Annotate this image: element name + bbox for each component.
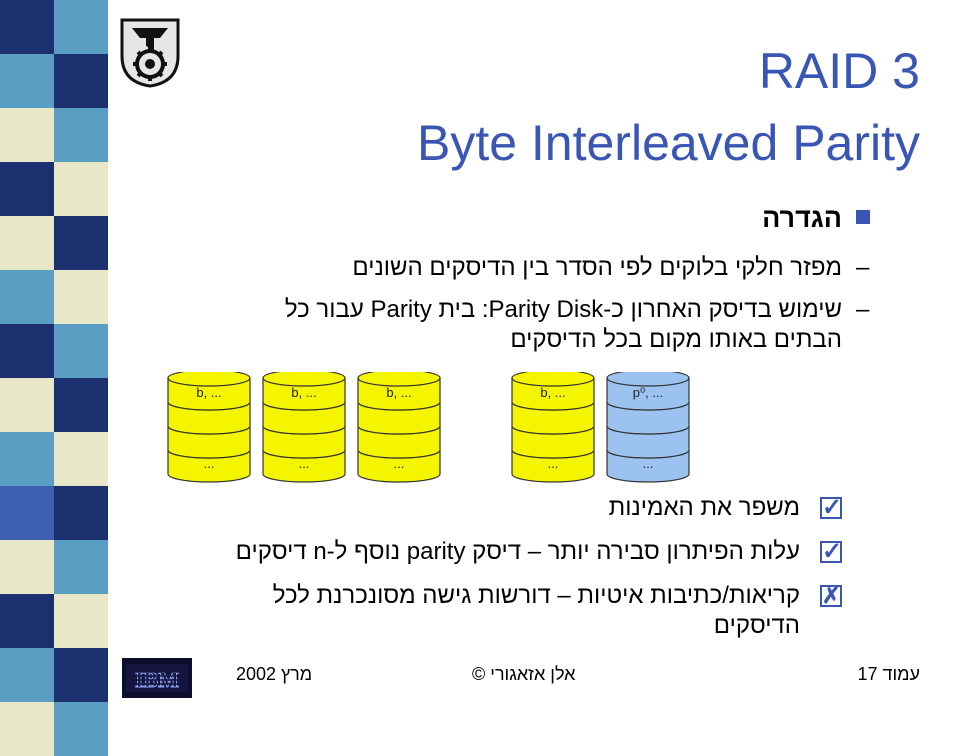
stripe-square — [0, 108, 54, 162]
stripe-square — [0, 0, 54, 54]
disk-top-label: b, ... — [386, 385, 411, 400]
dash-bullet: – — [856, 254, 870, 281]
slide-subtitle: Byte Interleaved Parity — [416, 115, 920, 171]
stripe-square — [54, 540, 108, 594]
cross-icon: ✗ — [820, 583, 842, 608]
disk-top-label: b, ... — [196, 385, 221, 400]
point-2: עלות הפיתרון סבירה יותר – דיסק parity נו… — [235, 538, 800, 565]
stripe-square — [0, 486, 54, 540]
ibm-logo: IBM — [122, 658, 192, 698]
disk-top-label: b, ... — [291, 385, 316, 400]
sub-item-2: שימוש בדיסק האחרון כ-Parity Disk: בית Pa… — [284, 296, 842, 323]
data-disk: b, ...... — [511, 372, 595, 483]
bullet-square-icon — [856, 210, 870, 224]
stripe-square — [54, 108, 108, 162]
disk-bottom-label: ... — [394, 456, 405, 471]
technion-logo — [118, 16, 182, 88]
footer-author: אלן אזאגורי © — [472, 664, 576, 684]
sub-item-1: מפזר חלקי בלוקים לפי הסדר בין הדיסקים הש… — [352, 254, 842, 281]
disk-bottom-label: ... — [299, 456, 310, 471]
footer-date: מרץ 2002 — [236, 664, 313, 684]
stripe-square — [54, 648, 108, 702]
disk-bottom-label: ... — [548, 456, 559, 471]
stripe-square — [0, 54, 54, 108]
disk-bottom-label: ... — [643, 456, 654, 471]
slide-title: RAID 3 — [758, 43, 920, 99]
stripe-square — [0, 378, 54, 432]
stripe-square — [54, 270, 108, 324]
parity-disk: p⁰, ...... — [606, 372, 690, 483]
stripe-square — [0, 648, 54, 702]
data-disk: b, ...... — [357, 372, 441, 483]
stripe-square — [54, 324, 108, 378]
point-3: קריאות/כתיבות איטיות – דורשות גישה מסונכ… — [272, 582, 800, 609]
data-disk: b, ...... — [262, 372, 346, 483]
disk-top-label: b, ... — [540, 385, 565, 400]
dash-bullet: – — [856, 296, 870, 323]
stripe-square — [0, 324, 54, 378]
stripe-square — [54, 162, 108, 216]
stripe-square — [54, 594, 108, 648]
point-1: משפר את האמינות — [608, 494, 800, 521]
stripe-square — [0, 270, 54, 324]
stripe-square — [54, 0, 108, 54]
stripe-square — [54, 54, 108, 108]
footer-page-number: עמוד 17 — [857, 664, 920, 684]
disk-bottom-label: ... — [204, 456, 215, 471]
check-icon: ✓ — [820, 494, 843, 521]
stripe-square — [54, 216, 108, 270]
stripe-square — [0, 702, 54, 756]
check-icon: ✓ — [820, 538, 843, 565]
decorative-stripes — [0, 0, 108, 756]
stripe-square — [0, 540, 54, 594]
stripe-square — [0, 216, 54, 270]
stripe-square — [0, 162, 54, 216]
disk-array-diagram: b, ......b, ......b, ......b, ......p⁰, … — [167, 372, 690, 483]
stripe-square — [54, 702, 108, 756]
disk-top-label: p⁰, ... — [633, 385, 664, 400]
data-disk: b, ...... — [167, 372, 251, 483]
point-3-cont: הדיסקים — [713, 612, 800, 639]
stripe-square — [54, 432, 108, 486]
stripe-square — [0, 594, 54, 648]
stripe-square — [0, 432, 54, 486]
stripe-square — [54, 378, 108, 432]
sub-item-2-cont: הבתים באותו מקום בכל הדיסקים — [510, 326, 842, 353]
stripe-square — [54, 486, 108, 540]
section-heading: הגדרה — [762, 203, 842, 233]
